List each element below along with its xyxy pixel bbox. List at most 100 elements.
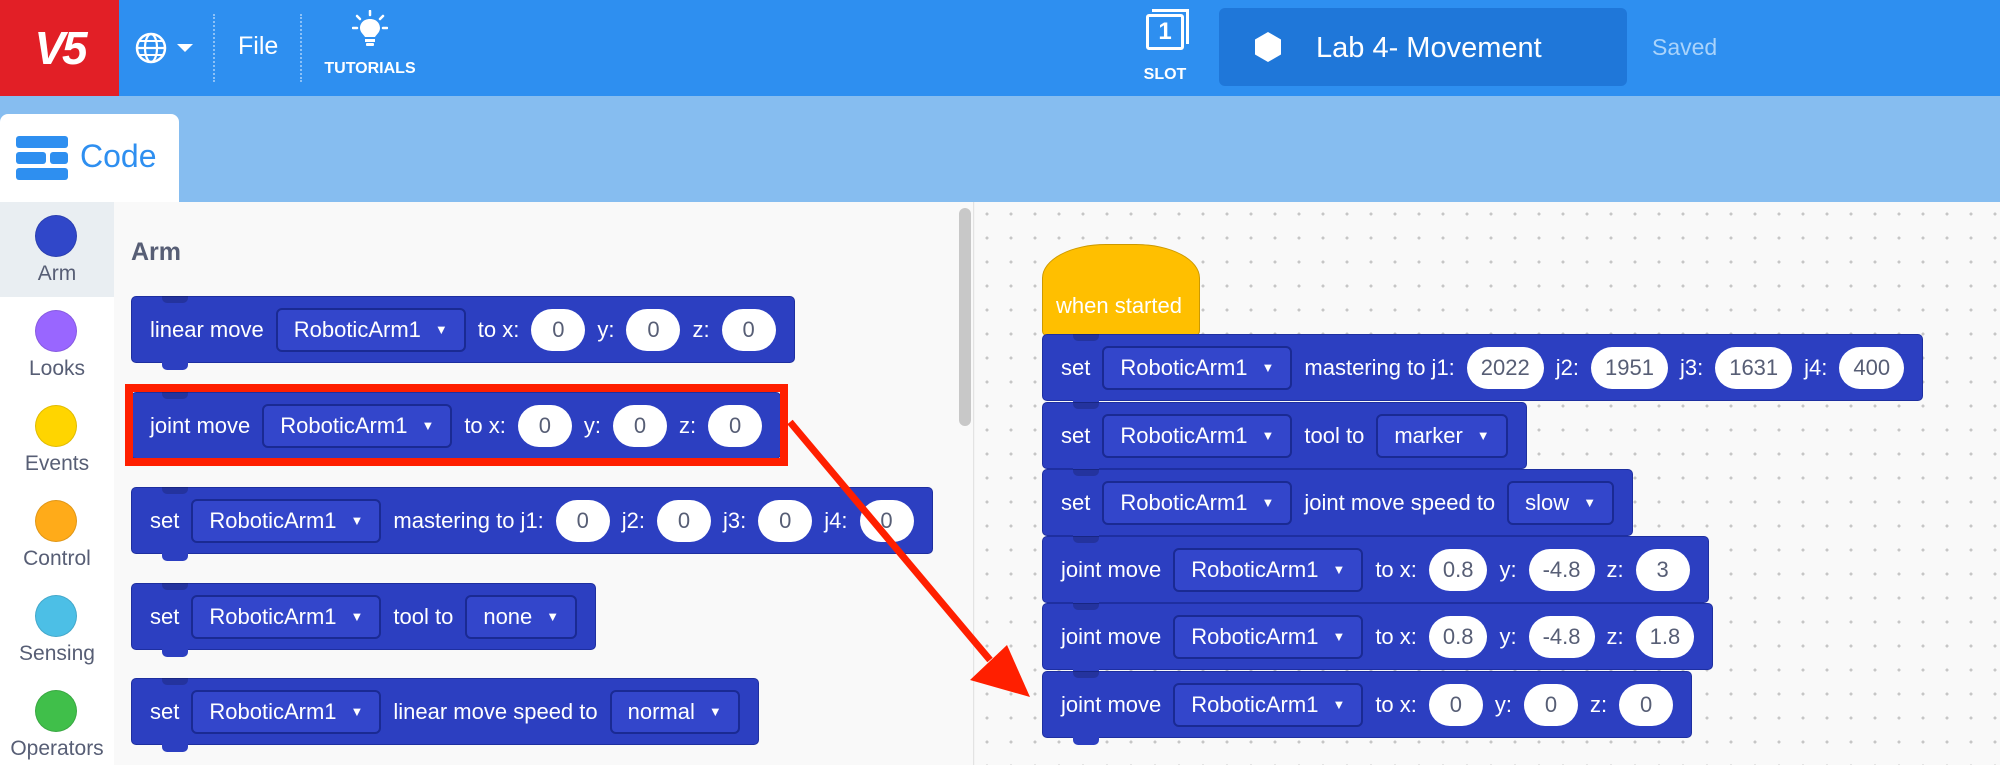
tab-code[interactable]: Code <box>0 114 179 202</box>
caret-down-icon: ▼ <box>421 418 435 433</box>
events-category-icon <box>35 405 77 447</box>
device-dropdown[interactable]: RoboticArm1▼ <box>275 307 466 352</box>
dropdown-value: slow <box>1525 489 1570 515</box>
category-menu: Arm Looks Events Control Sensing Operato… <box>0 202 114 765</box>
block-text: to x: <box>1375 556 1417 582</box>
caret-down-icon: ▼ <box>350 513 364 528</box>
linear-move-block[interactable]: linear move RoboticArm1▼ to x: 0 y: 0 z:… <box>131 296 795 370</box>
joint-move-block[interactable]: joint move RoboticArm1▼ to x: 0 y: 0 z: … <box>131 392 782 466</box>
set-linear-speed-block[interactable]: set RoboticArm1▼ linear move speed to no… <box>131 678 759 752</box>
category-label: Sensing <box>19 642 95 665</box>
block-text: z: <box>692 316 710 342</box>
caret-down-icon: ▼ <box>1332 629 1346 644</box>
caret-down-icon: ▼ <box>1332 562 1346 577</box>
category-sensing[interactable]: Sensing <box>0 582 114 677</box>
block-text: set <box>1061 422 1091 448</box>
category-arm[interactable]: Arm <box>0 202 114 297</box>
z-input[interactable]: 0 <box>708 404 763 447</box>
toolbar-divider <box>213 14 215 82</box>
y-input[interactable]: 0 <box>613 404 668 447</box>
slot-label: SLOT <box>1143 66 1187 83</box>
dropdown-value: RoboticArm1 <box>1120 354 1248 380</box>
set-tool-block[interactable]: set RoboticArm1▼ tool to none▼ <box>131 583 597 657</box>
slot-selector[interactable]: 1 SLOT <box>1138 9 1192 84</box>
vex-logo: V5 <box>0 0 119 96</box>
block-text: j2: <box>621 507 646 533</box>
y-input[interactable]: 0 <box>626 308 681 351</box>
j3-input[interactable]: 0 <box>758 499 813 542</box>
when-started-block[interactable]: when started <box>1042 244 1200 336</box>
device-dropdown[interactable]: RoboticArm1▼ <box>1173 614 1364 659</box>
category-events[interactable]: Events <box>0 392 114 487</box>
device-dropdown[interactable]: RoboticArm1▼ <box>191 498 382 543</box>
highlight-box <box>125 384 788 466</box>
globe-icon <box>135 32 167 64</box>
category-control[interactable]: Control <box>0 487 114 582</box>
language-menu[interactable] <box>134 24 204 72</box>
x-input[interactable]: 0 <box>531 308 586 351</box>
device-dropdown[interactable]: RoboticArm1▼ <box>1102 413 1293 458</box>
block-text: y: <box>1499 623 1517 649</box>
set-tool-block[interactable]: set RoboticArm1▼ tool to marker▼ <box>1042 402 1527 476</box>
x-input[interactable]: 0 <box>1428 683 1483 726</box>
joint-move-block[interactable]: joint move RoboticArm1▼ to x: 0.8 y: -4.… <box>1042 536 1709 610</box>
block-text: z: <box>1590 691 1608 717</box>
dropdown-value: RoboticArm1 <box>209 603 337 629</box>
category-label: Arm <box>37 262 77 285</box>
category-operators[interactable]: Operators <box>0 677 114 765</box>
caret-down-icon: ▼ <box>1261 428 1275 443</box>
j4-input[interactable]: 400 <box>1839 346 1905 389</box>
device-dropdown[interactable]: RoboticArm1▼ <box>1173 547 1364 592</box>
block-text: joint move <box>1061 623 1162 649</box>
device-dropdown[interactable]: RoboticArm1▼ <box>1102 345 1293 390</box>
block-text: linear move <box>150 316 264 342</box>
block-text: z: <box>1606 623 1624 649</box>
block-text: tool to <box>393 603 454 629</box>
tutorials-button[interactable]: TUTORIALS <box>318 10 422 86</box>
x-input[interactable]: 0.8 <box>1428 548 1488 591</box>
device-dropdown[interactable]: RoboticArm1▼ <box>191 594 382 639</box>
category-label: Looks <box>28 357 86 380</box>
block-text: j4: <box>1804 354 1828 380</box>
file-menu[interactable]: File <box>238 32 279 60</box>
dropdown-value: marker <box>1394 422 1463 448</box>
tool-dropdown[interactable]: none▼ <box>465 594 578 639</box>
block-text: y: <box>583 412 602 438</box>
joint-move-block[interactable]: joint move RoboticArm1▼ to x: 0 y: 0 z: … <box>1042 671 1693 745</box>
caret-down-icon: ▼ <box>546 609 560 624</box>
block-text: to x: <box>1375 623 1417 649</box>
set-mastering-block[interactable]: set RoboticArm1▼ mastering to j1: 2022 j… <box>1042 334 1924 408</box>
z-input[interactable]: 1.8 <box>1635 615 1695 658</box>
z-input[interactable]: 0 <box>1619 683 1674 726</box>
block-text: linear move speed to <box>393 698 598 724</box>
speed-dropdown[interactable]: normal▼ <box>609 689 740 734</box>
dropdown-value: RoboticArm1 <box>293 316 421 342</box>
set-mastering-block[interactable]: set RoboticArm1▼ mastering to j1: 0 j2: … <box>131 487 933 561</box>
category-looks[interactable]: Looks <box>0 297 114 392</box>
z-input[interactable]: 3 <box>1635 548 1690 591</box>
y-input[interactable]: 0 <box>1524 683 1579 726</box>
j1-input[interactable]: 0 <box>555 499 610 542</box>
toolbar-divider <box>300 14 302 82</box>
joint-move-block[interactable]: joint move RoboticArm1▼ to x: 0.8 y: -4.… <box>1042 603 1714 677</box>
block-text: set <box>150 603 180 629</box>
device-dropdown[interactable]: RoboticArm1▼ <box>1102 480 1293 525</box>
project-name-box[interactable]: Lab 4- Movement <box>1219 8 1627 86</box>
device-dropdown[interactable]: RoboticArm1▼ <box>191 689 382 734</box>
palette-scrollbar[interactable] <box>959 208 971 426</box>
j2-input[interactable]: 1951 <box>1591 346 1668 389</box>
j2-input[interactable]: 0 <box>657 499 712 542</box>
block-text: tool to <box>1304 422 1365 448</box>
z-input[interactable]: 0 <box>721 308 776 351</box>
x-input[interactable]: 0.8 <box>1428 615 1488 658</box>
j1-input[interactable]: 2022 <box>1466 346 1544 389</box>
y-input[interactable]: -4.8 <box>1528 615 1595 658</box>
x-input[interactable]: 0 <box>517 404 572 447</box>
device-dropdown[interactable]: RoboticArm1▼ <box>262 403 453 448</box>
speed-dropdown[interactable]: slow▼ <box>1507 480 1615 525</box>
operators-category-icon <box>35 690 77 732</box>
y-input[interactable]: -4.8 <box>1528 548 1595 591</box>
device-dropdown[interactable]: RoboticArm1▼ <box>1173 682 1364 727</box>
tool-dropdown[interactable]: marker▼ <box>1376 413 1508 458</box>
j3-input[interactable]: 1631 <box>1715 346 1793 389</box>
